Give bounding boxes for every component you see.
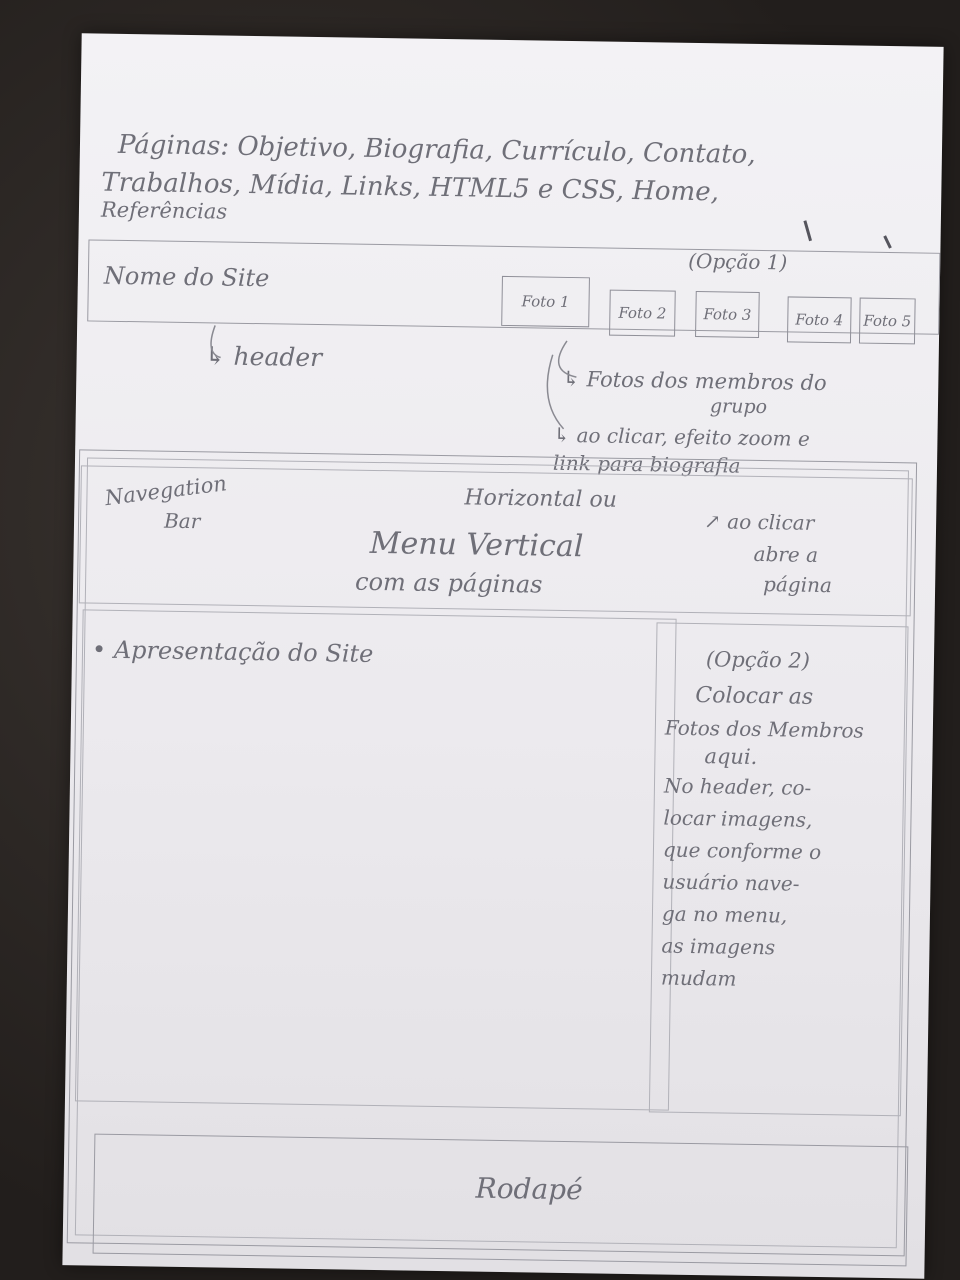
pencil-mark-1 <box>803 220 813 242</box>
zoom-arrow <box>546 354 565 430</box>
photos-arrow <box>557 340 577 378</box>
header-arrow <box>210 325 221 359</box>
sketch-paper: Páginas: Objetivo, Biografia, Currículo,… <box>62 33 944 1279</box>
pencil-mark-2 <box>883 235 892 249</box>
sketch-arrows <box>210 220 892 430</box>
